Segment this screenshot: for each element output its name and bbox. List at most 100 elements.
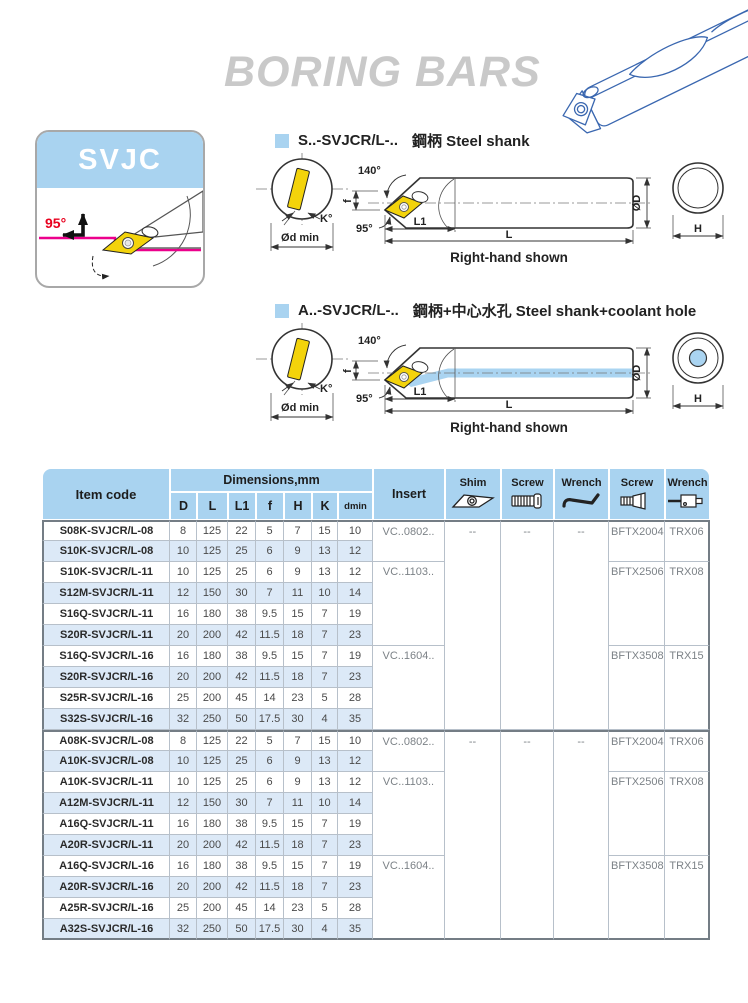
svjc-cutting-diagram: 95° [39, 190, 203, 280]
col-header-screw-1: Screw [501, 468, 555, 520]
section-code: A..-SVJCR/L-.. [298, 302, 399, 319]
lead-angle-label: 95° [45, 215, 66, 231]
cell-dim-h: 15 [284, 646, 312, 667]
cell-dim-f: 9.5 [256, 814, 284, 835]
cell-screw-1: -- [501, 730, 555, 940]
cell-dim-f: 6 [256, 751, 284, 772]
cell-dim-l1: 45 [228, 898, 256, 919]
cell-dim-l: 125 [197, 772, 228, 793]
cell-insert: VC..1103.. [373, 562, 446, 646]
dmin-label: Ød min [281, 232, 319, 244]
k-angle-label: K° [320, 383, 332, 395]
cell-dim-l: 125 [197, 520, 228, 541]
cell-dim-l1: 42 [228, 625, 256, 646]
cell-dim-h: 9 [284, 541, 312, 562]
f-dim-label: f [342, 199, 354, 203]
cell-item-code: S08K-SVJCR/L-08 [42, 520, 170, 541]
cell-dim-d: 10 [170, 751, 197, 772]
page-title: BORING BARS [224, 48, 541, 96]
cell-dim-h: 15 [284, 814, 312, 835]
cell-dim-k: 7 [312, 646, 338, 667]
cell-item-code: S32S-SVJCR/L-16 [42, 709, 170, 730]
cell-dim-d: 20 [170, 667, 197, 688]
cell-dim-l: 200 [197, 898, 228, 919]
cell-dim-dmin: 14 [338, 793, 374, 814]
cell-dim-d: 10 [170, 772, 197, 793]
cell-dim-l1: 25 [228, 541, 256, 562]
cell-dim-d: 20 [170, 835, 197, 856]
cell-screw-2: BFTX2004 [609, 730, 666, 772]
col-header-insert: Insert [373, 468, 446, 520]
cell-dim-dmin: 14 [338, 583, 374, 604]
cell-dim-l1: 38 [228, 856, 256, 877]
cell-item-code: A32S-SVJCR/L-16 [42, 919, 170, 940]
col-header-wrench-2: Wrench [665, 468, 711, 520]
top-angle-label: 140° [358, 165, 381, 177]
cell-insert: VC..1604.. [373, 646, 446, 730]
cell-dim-d: 12 [170, 583, 197, 604]
cell-dim-l1: 25 [228, 772, 256, 793]
cell-dim-dmin: 12 [338, 541, 374, 562]
cell-screw-1: -- [501, 520, 555, 730]
cell-insert: VC..0802.. [373, 730, 446, 772]
cell-dim-h: 11 [284, 793, 312, 814]
cell-dim-f: 17.5 [256, 709, 284, 730]
cell-dim-h: 18 [284, 877, 312, 898]
cell-dim-k: 4 [312, 709, 338, 730]
cell-dim-dmin: 19 [338, 604, 374, 625]
cell-dim-dmin: 23 [338, 835, 374, 856]
cell-dim-l1: 50 [228, 919, 256, 940]
cell-wrench-1: -- [554, 520, 610, 730]
h-dim-label: H [694, 393, 702, 405]
shim-icon [451, 494, 495, 508]
cell-dim-l1: 30 [228, 793, 256, 814]
cell-item-code: A20R-SVJCR/L-16 [42, 877, 170, 898]
cell-dim-h: 18 [284, 667, 312, 688]
feed-direction-arrows [62, 213, 88, 240]
cell-dim-l1: 42 [228, 877, 256, 898]
blue-square-bullet-icon [275, 303, 289, 318]
cell-dim-d: 16 [170, 856, 197, 877]
cell-dim-f: 11.5 [256, 625, 284, 646]
col-header-screw-2: Screw [609, 468, 666, 520]
cell-dim-l: 125 [197, 751, 228, 772]
cell-dim-dmin: 28 [338, 898, 374, 919]
cell-dim-f: 7 [256, 583, 284, 604]
cell-dim-f: 9.5 [256, 856, 284, 877]
section-coolant-heading: A..-SVJCR/L-.. 鋼柄+中心水孔 Steel shank+coola… [275, 300, 696, 321]
cell-dim-l: 250 [197, 919, 228, 940]
cell-dim-d: 16 [170, 604, 197, 625]
l-dim-label: L [506, 399, 513, 411]
cell-dim-l1: 38 [228, 814, 256, 835]
cell-dim-dmin: 19 [338, 646, 374, 667]
cell-item-code: A12M-SVJCR/L-11 [42, 793, 170, 814]
cell-dim-k: 7 [312, 856, 338, 877]
col-header-dimensions: Dimensions,mm [170, 468, 374, 492]
l-dim-label: L [506, 229, 513, 241]
cell-dim-d: 25 [170, 688, 197, 709]
col-header-f: f [256, 492, 284, 520]
hex-wrench-icon [561, 493, 600, 508]
cell-dim-dmin: 28 [338, 688, 374, 709]
cell-shim: -- [445, 520, 502, 730]
cell-dim-h: 18 [284, 835, 312, 856]
cell-dim-l: 180 [197, 604, 228, 625]
cell-dim-f: 6 [256, 562, 284, 583]
cell-dim-k: 13 [312, 751, 338, 772]
cell-item-code: S10K-SVJCR/L-08 [42, 541, 170, 562]
cell-dim-h: 15 [284, 604, 312, 625]
cell-dim-l1: 25 [228, 562, 256, 583]
cell-dim-l1: 38 [228, 604, 256, 625]
cell-dim-d: 10 [170, 541, 197, 562]
cell-dim-f: 9.5 [256, 604, 284, 625]
cell-dim-l: 180 [197, 814, 228, 835]
